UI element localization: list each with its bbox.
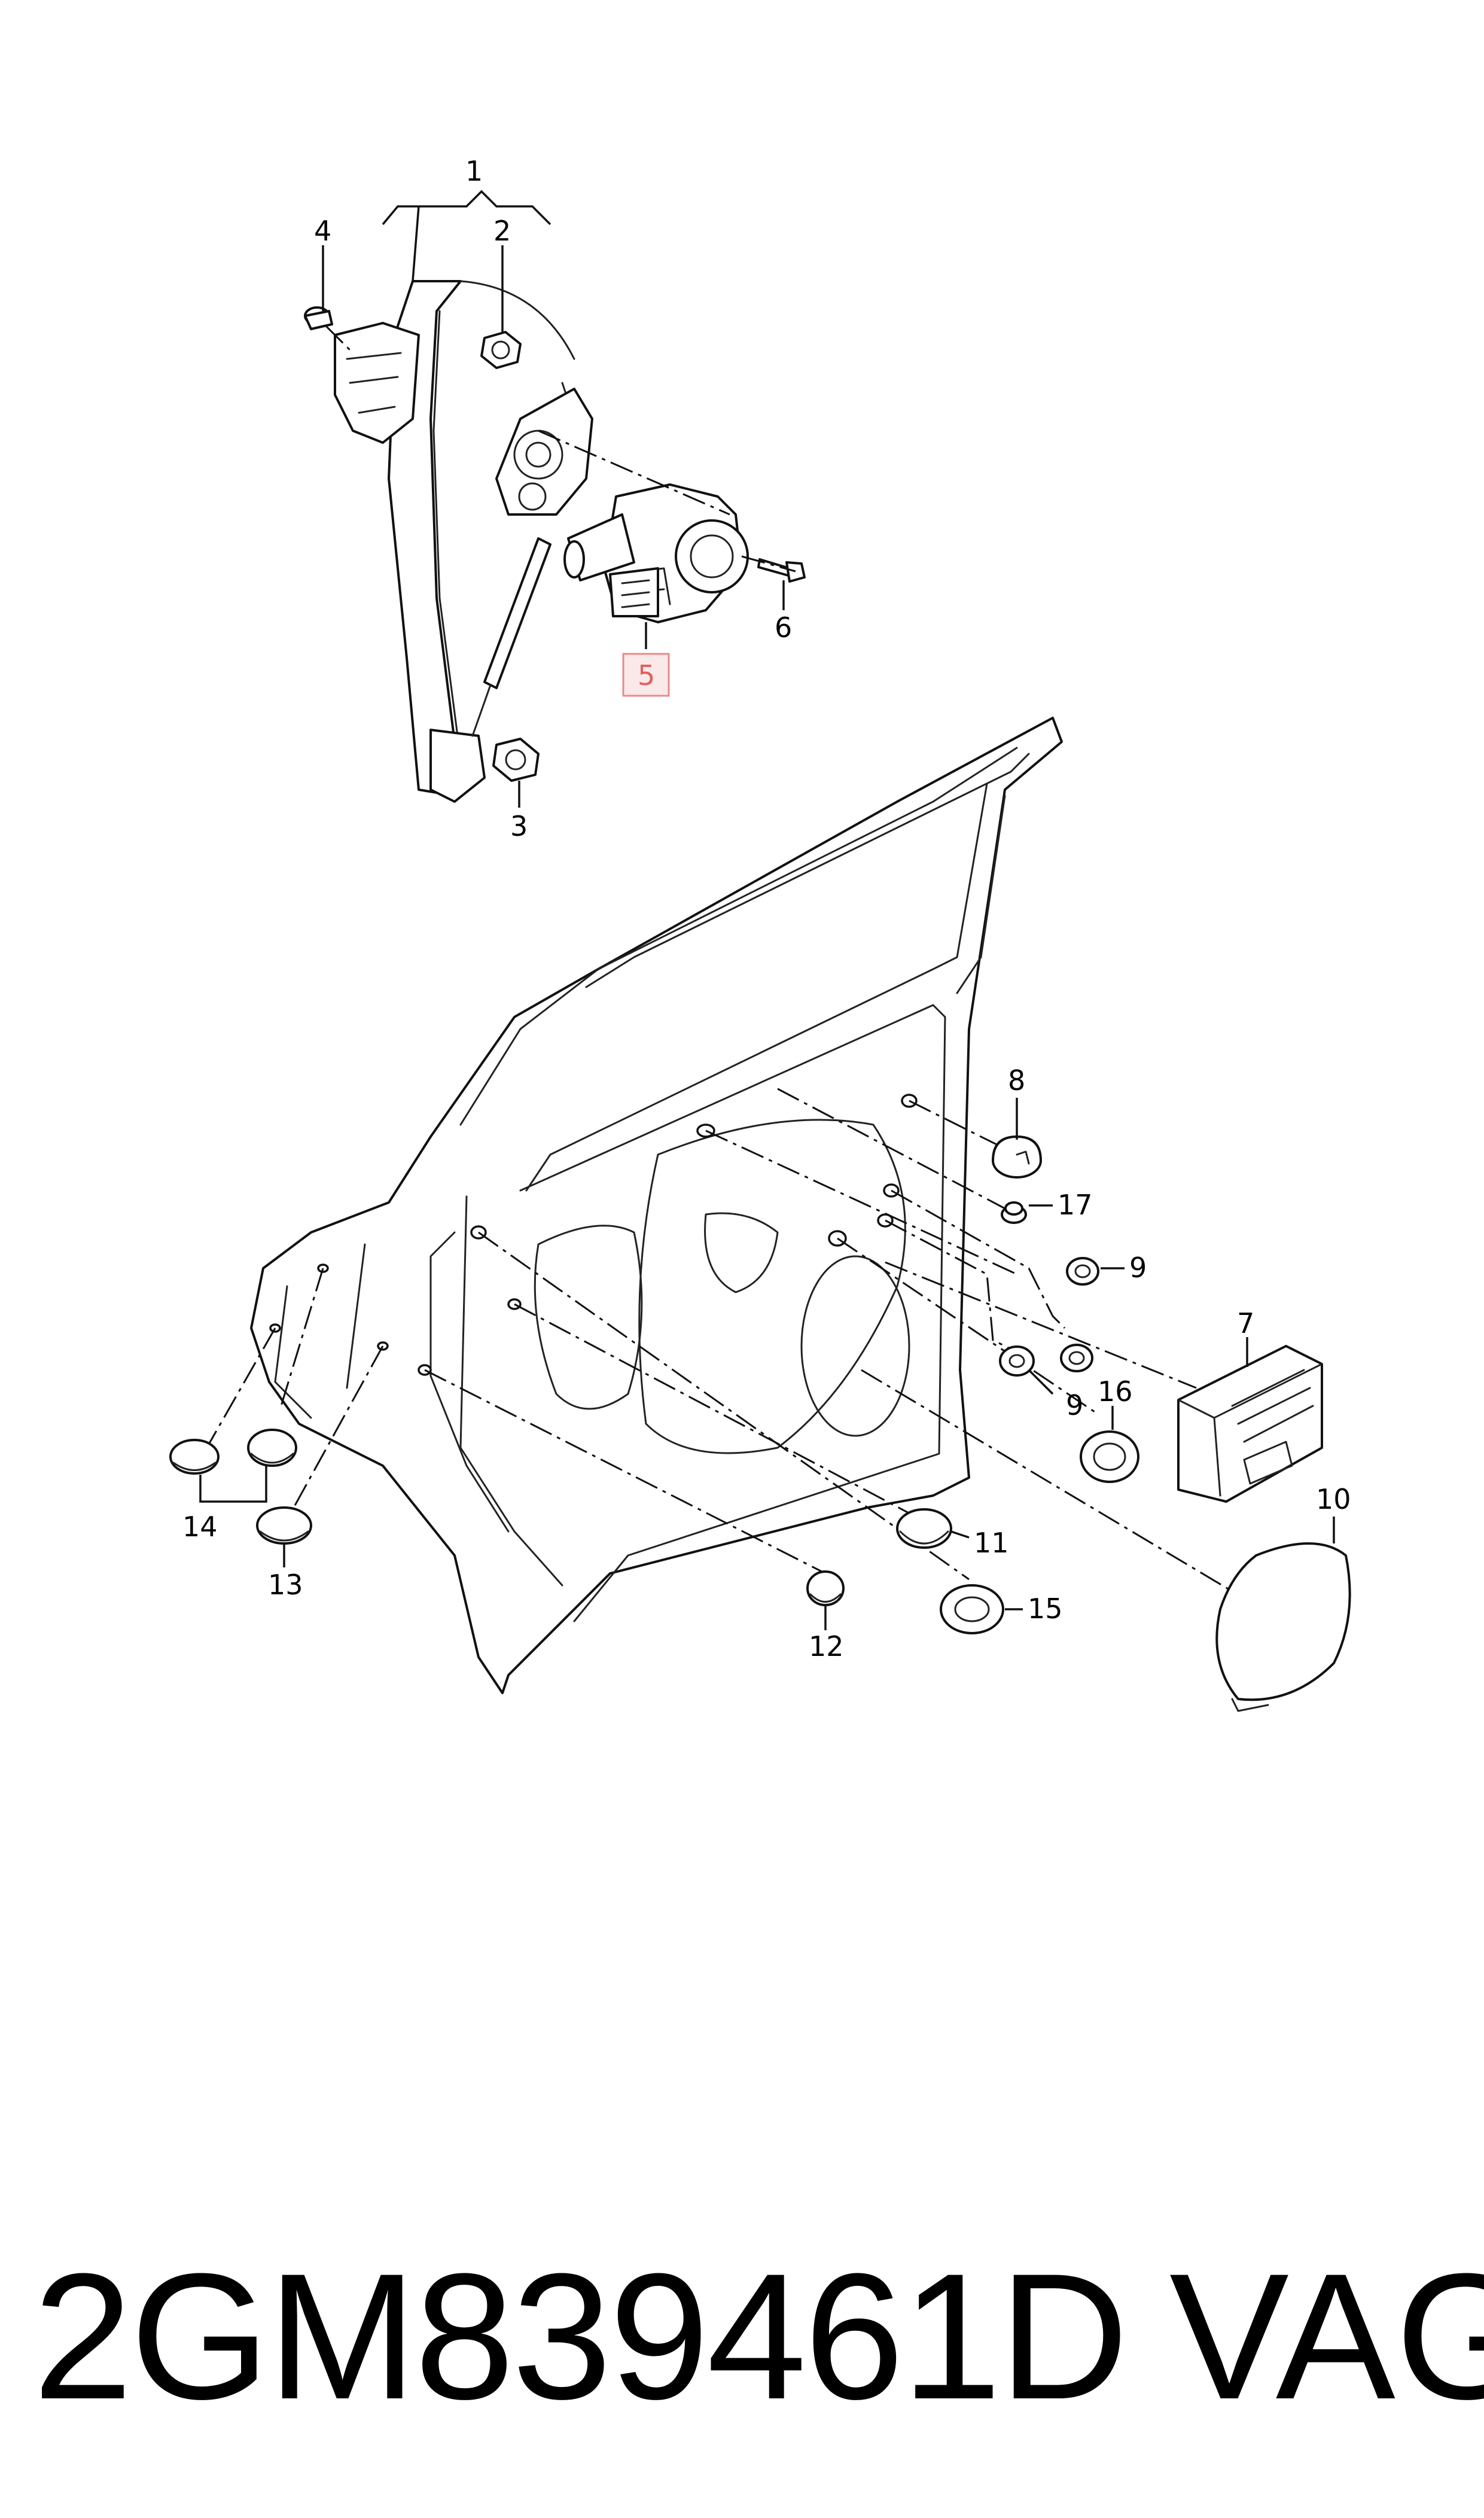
callout-16: 16 <box>1098 1375 1133 1408</box>
plug-part-14-b <box>247 1429 297 1467</box>
grommet-part-9-lower-b <box>1060 1344 1093 1372</box>
plug-part-11 <box>896 1508 952 1549</box>
window-regulator-assembly <box>334 280 593 803</box>
callout-4: 4 <box>314 215 331 247</box>
callout-5: 5 <box>638 659 655 692</box>
plug-part-14-a <box>169 1439 220 1475</box>
callout-8: 8 <box>1008 1064 1025 1097</box>
callout-1: 1 <box>465 155 483 187</box>
callout-3: 3 <box>510 810 528 842</box>
screw-part-6 <box>757 558 806 583</box>
cover-part-10 <box>1215 1542 1351 1712</box>
callout-6: 6 <box>775 611 792 644</box>
callout-10: 10 <box>1316 1483 1351 1515</box>
caption: 2GM839461D VAG <box>33 2236 1484 2437</box>
control-unit-part-7 <box>1177 1345 1323 1503</box>
callout-12: 12 <box>809 1630 844 1663</box>
plug-part-13 <box>256 1506 312 1545</box>
callout-9-lower: 9 <box>1066 1389 1083 1421</box>
callout-2: 2 <box>493 215 511 247</box>
part-number: 2GM839461D <box>33 2236 1129 2437</box>
grommet-part-9-lower-a <box>999 1345 1035 1377</box>
nut-part-3 <box>492 738 540 782</box>
clip-part-17 <box>1001 1201 1027 1224</box>
callout-15: 15 <box>1028 1593 1063 1625</box>
callout-17: 17 <box>1058 1189 1093 1221</box>
callout-13: 13 <box>268 1569 303 1601</box>
nut-part-2 <box>480 331 522 369</box>
window-motor-part-5 <box>563 483 749 623</box>
plug-part-8 <box>992 1135 1042 1179</box>
parts-diagram: 1 2 4 3 5 6 8 17 9 9 7 16 10 11 15 12 14… <box>169 155 1351 1712</box>
door-inner-panel <box>250 717 1063 1694</box>
callout-7: 7 <box>1237 1307 1254 1339</box>
callout-leaders <box>199 190 1335 1630</box>
callout-9-upper: 9 <box>1129 1252 1147 1284</box>
brand-label: VAG <box>1169 2236 1484 2437</box>
callout-11: 11 <box>974 1527 1009 1559</box>
callout-14: 14 <box>182 1511 218 1543</box>
seal-part-15 <box>940 1584 1004 1634</box>
highlight-box-part-5 <box>622 653 670 697</box>
grommet-part-9-upper <box>1066 1257 1099 1286</box>
pin-part-4 <box>304 306 333 330</box>
plug-part-12 <box>806 1570 845 1606</box>
seal-part-16 <box>1080 1430 1139 1483</box>
